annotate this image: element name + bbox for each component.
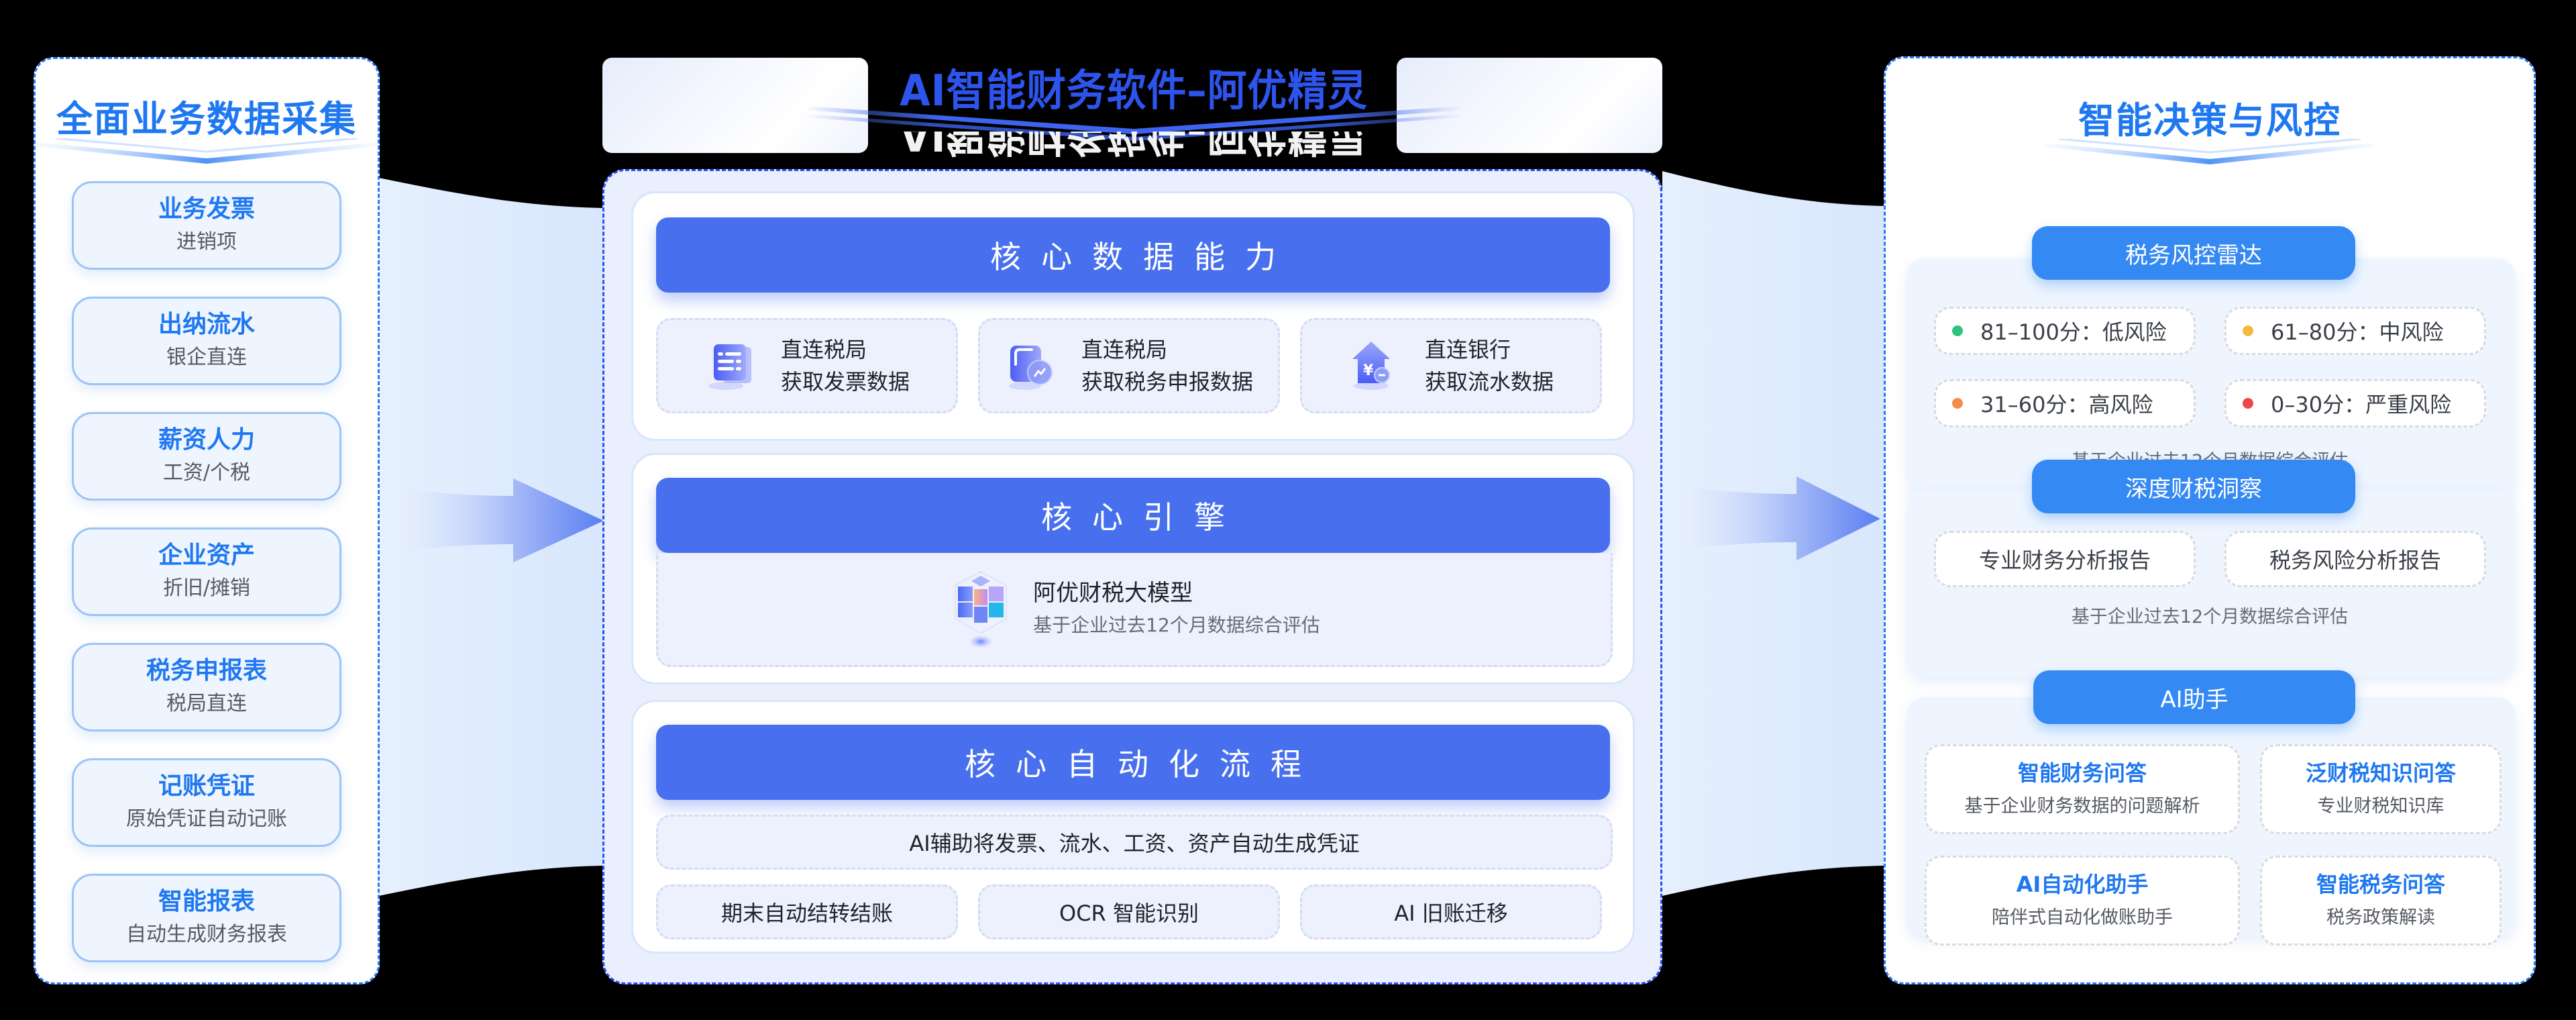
source-card-invoice[interactable]: 业务发票 进销项: [72, 181, 341, 270]
section-core-engine: 核心引擎: [631, 453, 1635, 684]
assistant-subtitle: 陪伴式自动化做账助手: [1992, 907, 2173, 928]
automation-ocr[interactable]: OCR 智能识别: [978, 884, 1280, 939]
capability-line2: 获取发票数据: [780, 369, 910, 395]
source-subtitle: 进销项: [176, 230, 237, 254]
source-card-tax-return[interactable]: 税务申报表 税局直连: [72, 643, 341, 731]
cube-model-icon: [949, 569, 1013, 650]
report-financial-analysis[interactable]: 专业财务分析报告: [1934, 531, 2196, 587]
capability-line1: 直连税局: [780, 337, 867, 362]
chevron-down-icon: [36, 138, 378, 165]
title-deco-right: [1397, 58, 1662, 153]
source-subtitle: 工资/个税: [162, 461, 251, 484]
capability-line2: 获取税务申报数据: [1081, 369, 1253, 395]
flow-connector-left: [379, 168, 604, 913]
engine-model-name: 阿优财税大模型: [1033, 579, 1193, 607]
automation-item-label: 期末自动结转结账: [720, 901, 893, 926]
assistant-title: 智能财务问答: [2017, 760, 2147, 786]
source-title: 记账凭证: [158, 772, 255, 800]
engine-model-desc: 基于企业过去12个月数据综合评估: [1033, 613, 1320, 636]
risk-level-label: 0–30分：严重风险: [2271, 392, 2452, 417]
bank-yuan-icon: ¥: [1348, 339, 1402, 393]
source-title: 智能报表: [158, 888, 255, 915]
source-card-cashier[interactable]: 出纳流水 银企直连: [72, 297, 341, 385]
core-data-header: 核心数据能力: [656, 217, 1610, 293]
engine-model-card[interactable]: 阿优财税大模型 基于企业过去12个月数据综合评估: [656, 553, 1613, 667]
source-subtitle: 税局直连: [166, 692, 247, 715]
decision-risk-panel: 智能决策与风控 税务风控雷达 81–100分：低风险 61–80分：中风险 31…: [1884, 56, 2536, 984]
main-title: AI智能财务软件–阿优精灵: [900, 66, 1368, 116]
automation-wide-label: AI辅助将发票、流水、工资、资产自动生成凭证: [909, 831, 1360, 856]
source-title: 薪资人力: [158, 426, 255, 454]
source-subtitle: 自动生成财务报表: [126, 923, 287, 946]
assistant-automation[interactable]: AI自动化助手 陪伴式自动化做账助手: [1925, 856, 2240, 946]
risk-level-low[interactable]: 81–100分：低风险: [1934, 307, 2196, 355]
risk-level-high[interactable]: 31–60分：高风险: [1934, 379, 2196, 427]
assistant-subtitle: 专业财税知识库: [2317, 796, 2445, 817]
automation-period-close[interactable]: 期末自动结转结账: [656, 884, 958, 939]
core-automation-header: 核心自动化流程: [656, 725, 1610, 800]
capability-card-bank[interactable]: ¥ 直连银行 获取流水数据: [1300, 318, 1602, 413]
capability-line1: 直连税局: [1081, 337, 1167, 362]
capability-line2: 获取流水数据: [1424, 369, 1554, 395]
assistant-tax-qa[interactable]: 智能税务问答 税务政策解读: [2260, 856, 2502, 946]
automation-voucher-generation[interactable]: AI辅助将发票、流水、工资、资产自动生成凭证: [656, 815, 1613, 870]
report-label: 税务风险分析报告: [2269, 548, 2441, 573]
assistant-title: 泛财税知识问答: [2305, 760, 2456, 786]
source-card-voucher[interactable]: 记账凭证 原始凭证自动记账: [72, 758, 341, 847]
invoice-document-icon: [704, 339, 758, 393]
risk-level-mid[interactable]: 61–80分：中风险: [2224, 307, 2486, 355]
source-card-report[interactable]: 智能报表 自动生成财务报表: [72, 874, 341, 962]
status-dot-orange: [1952, 398, 1963, 409]
source-title: 出纳流水: [158, 311, 255, 338]
source-title: 业务发票: [158, 195, 255, 223]
risk-level-label: 61–80分：中风险: [2271, 319, 2444, 345]
automation-item-label: AI 旧账迁移: [1394, 901, 1508, 926]
assistant-title: AI自动化助手: [2016, 872, 2149, 897]
status-dot-green: [1952, 325, 1963, 336]
capability-line1: 直连银行: [1424, 337, 1511, 362]
decision-risk-title: 智能决策与风控: [2078, 99, 2341, 142]
source-card-assets[interactable]: 企业资产 折旧/摊销: [72, 527, 341, 616]
source-title: 税务申报表: [146, 657, 267, 684]
automation-legacy-migration[interactable]: AI 旧账迁移: [1300, 884, 1602, 939]
source-subtitle: 银企直连: [166, 346, 247, 369]
core-platform-panel: 核心数据能力 直连税局 获取发票数据: [602, 169, 1662, 984]
risk-radar-group: [1907, 258, 2515, 495]
risk-level-label: 81–100分：低风险: [1980, 319, 2167, 345]
capability-card-invoice[interactable]: 直连税局 获取发票数据: [656, 318, 958, 413]
assistant-subtitle: 税务政策解读: [2326, 907, 2435, 928]
core-engine-header: 核心引擎: [656, 478, 1610, 553]
risk-level-label: 31–60分：高风险: [1980, 392, 2153, 417]
automation-item-label: OCR 智能识别: [1059, 901, 1199, 926]
data-collection-panel: 全面业务数据采集 业务发票 进销项 出纳流水 银企直连 薪资人力 工资/个税: [34, 57, 380, 984]
section-core-automation: 核心自动化流程 AI辅助将发票、流水、工资、资产自动生成凭证 期末自动结转结账 …: [631, 700, 1635, 954]
data-collection-title: 全面业务数据采集: [56, 98, 357, 140]
source-title: 企业资产: [158, 542, 255, 569]
risk-level-severe[interactable]: 0–30分：严重风险: [2224, 379, 2486, 427]
data-source-list: 业务发票 进销项 出纳流水 银企直连 薪资人力 工资/个税 企业资产 折旧/摊销…: [72, 181, 341, 989]
chevron-down-icon: [2045, 139, 2374, 166]
title-deco-left: [602, 58, 868, 153]
insight-note: 基于企业过去12个月数据综合评估: [2071, 607, 2349, 627]
flow-connector-right: [1662, 164, 1885, 909]
risk-radar-pill[interactable]: 税务风控雷达: [2032, 226, 2355, 280]
source-subtitle: 折旧/摊销: [162, 576, 251, 600]
ai-assistant-pill[interactable]: AI助手: [2033, 670, 2355, 724]
tax-report-chart-icon: [1005, 339, 1059, 393]
capability-card-tax-declaration[interactable]: 直连税局 获取税务申报数据: [978, 318, 1280, 413]
assistant-title: 智能税务问答: [2316, 872, 2445, 897]
status-dot-red: [2243, 398, 2253, 409]
source-subtitle: 原始凭证自动记账: [126, 807, 287, 831]
insight-pill[interactable]: 深度财税洞察: [2032, 460, 2355, 513]
assistant-finance-qa[interactable]: 智能财务问答 基于企业财务数据的问题解析: [1925, 744, 2240, 834]
assistant-tax-knowledge-qa[interactable]: 泛财税知识问答 专业财税知识库: [2260, 744, 2502, 834]
source-card-payroll[interactable]: 薪资人力 工资/个税: [72, 412, 341, 501]
report-label: 专业财务分析报告: [1978, 548, 2151, 573]
report-tax-risk-analysis[interactable]: 税务风险分析报告: [2224, 531, 2486, 587]
assistant-subtitle: 基于企业财务数据的问题解析: [1964, 796, 2200, 817]
section-core-data: 核心数据能力 直连税局 获取发票数据: [631, 191, 1635, 441]
svg-text:¥: ¥: [1363, 362, 1374, 379]
status-dot-yellow: [2243, 325, 2253, 336]
